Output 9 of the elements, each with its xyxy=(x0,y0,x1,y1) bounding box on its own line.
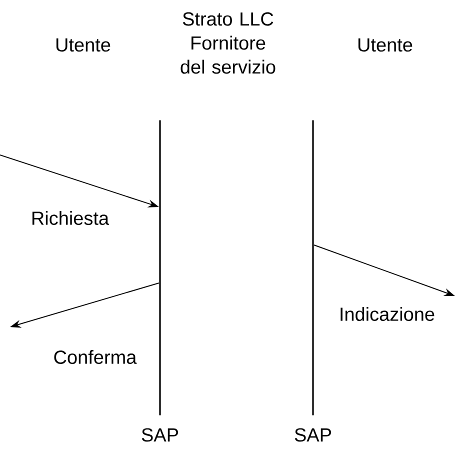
sap-label: SAP xyxy=(142,428,178,442)
column-heading: Utente xyxy=(56,38,110,52)
edge-label: Richiesta xyxy=(30,210,110,226)
sap-label: SAP xyxy=(294,428,331,442)
edge-label: Indicazione xyxy=(338,306,436,322)
column-heading: Utente xyxy=(358,38,412,52)
lifeline xyxy=(312,120,314,416)
edge-label: Conferma xyxy=(52,349,138,365)
column-heading: Strato LLC Fornitore del servizio xyxy=(180,12,276,74)
